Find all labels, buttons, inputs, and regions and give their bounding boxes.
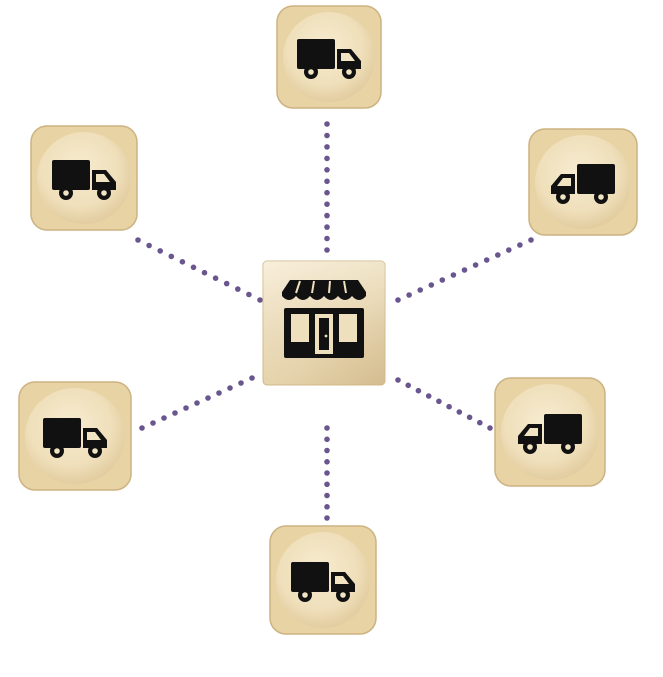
connector-dot [324,155,330,162]
connector-dot [405,382,412,389]
connector-dot [324,144,330,150]
connector-dot [324,515,330,521]
truck-cube-upper-left [30,125,138,231]
connector-dot [172,410,178,416]
connector-dot [139,425,145,431]
connector-dot [324,132,330,139]
connector-dot [324,212,330,219]
connector-dot [324,189,330,196]
connector-dot [425,393,432,399]
connector-dot [150,420,156,426]
connector-dot [472,262,479,268]
connector-dot [249,375,255,381]
storefront-icon [282,280,366,358]
connector-dot [223,280,230,287]
connector-dot [324,201,330,207]
connector-dot [324,447,330,454]
connector-dot [168,253,175,260]
connector-dot [477,419,483,426]
connector-dot [235,286,241,292]
connector-dot [324,247,330,253]
connector-dot [190,264,197,271]
connector-dot [324,235,330,242]
connector-upper-left [135,237,263,303]
connector-dot [324,504,330,510]
truck-cube-bottom [269,525,377,635]
connector-dot [466,414,473,421]
connector-dot [446,403,452,410]
connector-dot [135,237,141,243]
truck-cube-lower-left [18,381,132,491]
connector-dot [157,248,163,254]
connector-dot [495,252,501,258]
connector-top [324,121,330,253]
connector-dot [324,178,330,185]
connector-dot [183,405,189,411]
connector-dot [246,291,252,298]
truck-cube-lower-right [494,377,606,487]
connector-dot [456,409,463,415]
connector-dot [406,292,412,298]
connector-dot [201,269,208,276]
truck-cube-upper-right [528,128,638,236]
connector-dot [415,387,422,394]
connector-dot [324,224,330,230]
connector-dot [212,275,219,282]
connector-dot [194,400,200,406]
truck-cube-top [276,5,382,109]
connector-dot [205,395,211,401]
connector-dot [324,425,330,431]
connector-dot [528,237,534,243]
connector-dot [461,267,468,273]
connector-dot [179,259,186,265]
connector-upper-right [395,237,534,303]
connector-dot [450,272,457,278]
connector-dot [324,436,330,443]
connector-dot [324,470,330,476]
connector-dot [436,398,442,405]
connector-dot [216,390,222,396]
connector-dot [395,297,401,303]
connector-dot [324,167,330,173]
connector-dot [428,282,435,288]
connector-dot [487,425,493,431]
connector-dot [146,242,152,249]
connector-dot [324,121,330,127]
connector-bottom [324,425,330,521]
connector-dot [257,297,263,303]
connector-dot [324,459,330,465]
connector-dot [324,492,330,499]
connector-lower-left [139,375,255,431]
connector-dot [506,247,512,253]
connector-dot [238,380,244,386]
connector-dot [227,385,233,391]
connector-dot [417,287,424,293]
connector-dot [517,242,523,248]
connector-dot [161,415,167,421]
hub-block [262,260,386,386]
connector-dot [324,481,330,488]
connector-dot [439,277,446,283]
connectors [135,121,534,521]
connector-dot [395,377,401,383]
connector-lower-right [395,377,493,431]
connector-dot [483,257,490,263]
